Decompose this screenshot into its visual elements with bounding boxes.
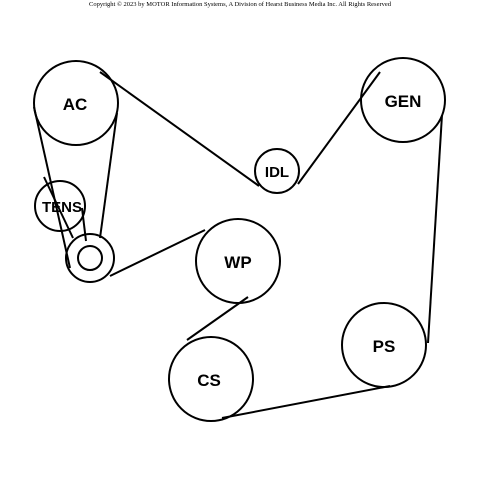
belt-segment-ps-cs bbox=[221, 385, 391, 419]
idl-pulley bbox=[254, 148, 300, 194]
cs-label: CS bbox=[197, 371, 221, 390]
tens-label: TENS bbox=[42, 199, 82, 216]
wp-label: WP bbox=[224, 253, 251, 272]
copyright-notice: Copyright © 2023 by MOTOR Information Sy… bbox=[89, 1, 391, 8]
belt-segment-cs-wp bbox=[186, 296, 249, 341]
gen-pulley bbox=[360, 57, 446, 143]
ac-label: AC bbox=[63, 95, 88, 114]
tens-pulley bbox=[34, 180, 86, 232]
ps-label: PS bbox=[373, 337, 396, 356]
lower-pulley-inner bbox=[77, 245, 103, 271]
belt-segment-lower-ac bbox=[33, 106, 71, 269]
ac-pulley bbox=[33, 60, 119, 146]
belt-segment-ac-idl bbox=[99, 71, 260, 187]
lower-pulley-outer bbox=[65, 233, 115, 283]
ps-pulley bbox=[341, 302, 427, 388]
belt-segment-wp-lower bbox=[109, 229, 206, 277]
cs-pulley bbox=[168, 336, 254, 422]
idl-label: IDL bbox=[265, 164, 289, 181]
belt-segment-idl-gen bbox=[297, 71, 381, 185]
belt-segment-tens-b bbox=[81, 207, 87, 242]
belt-segment-gen-ps bbox=[427, 114, 443, 344]
serpentine-belt bbox=[33, 71, 443, 419]
belt-segment-tens-a bbox=[43, 176, 74, 239]
gen-label: GEN bbox=[385, 92, 422, 111]
belt-segment-ac-small bbox=[99, 112, 118, 239]
wp-pulley bbox=[195, 218, 281, 304]
